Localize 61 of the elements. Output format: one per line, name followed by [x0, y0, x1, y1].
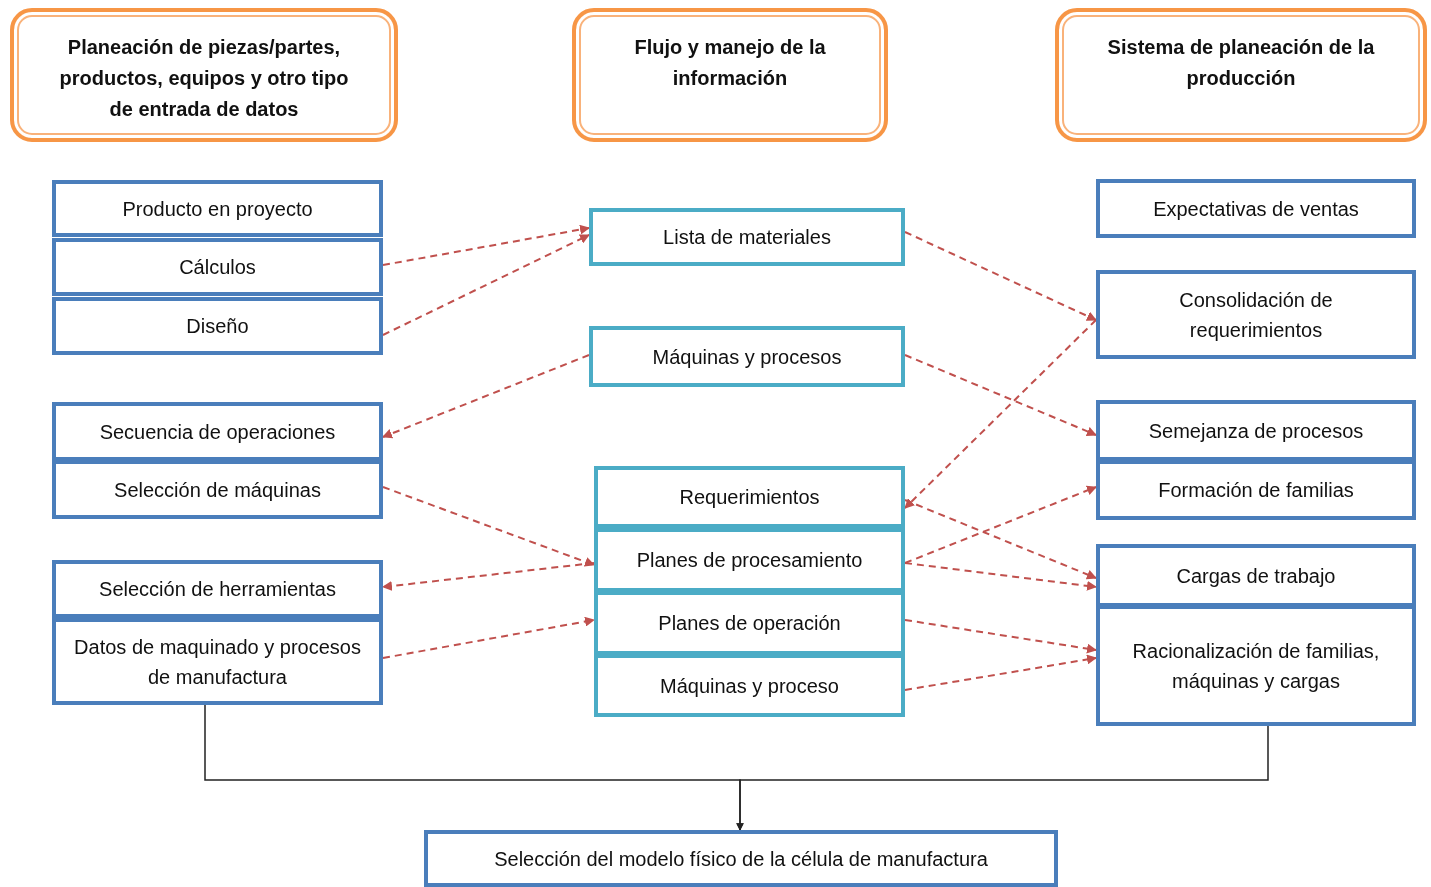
box-label: Flujo y manejo de la información: [633, 35, 827, 91]
process-box: [52, 618, 383, 705]
arrow: [904, 319, 1097, 509]
process-box: [1096, 400, 1416, 461]
box-label: Consolidación de requerimientos: [1178, 287, 1334, 343]
arrow: [736, 725, 1269, 831]
box-label: Secuencia de operaciones: [99, 419, 336, 445]
box-label: Sistema de planeación de la producción: [1106, 35, 1376, 91]
process-box: [594, 466, 905, 528]
arrow: [904, 354, 1097, 437]
arrow: [382, 224, 590, 266]
header-box: [1055, 8, 1427, 142]
arrow: [382, 354, 590, 439]
process-box: [1096, 544, 1416, 607]
arrow: [382, 234, 590, 336]
process-box: [52, 297, 383, 355]
box-label: Selección del modelo físico de la célula de manufactura: [494, 846, 988, 872]
box-label: Selección de herramientas: [99, 577, 336, 602]
box-label: Planeación de piezas/partes, productos, equipos y otro tipo de entrada de datos: [58, 35, 350, 122]
box-label: Selección de máquinas: [114, 477, 321, 503]
process-box: [1096, 460, 1416, 520]
header-box: [572, 8, 888, 142]
arrow: [904, 619, 1097, 654]
box-label: Requerimientos: [679, 485, 820, 510]
arrow: [382, 486, 595, 567]
box-label: Lista de materiales: [663, 225, 831, 250]
box-label: Planes de operación: [658, 611, 841, 636]
arrow: [904, 562, 1097, 591]
arrow: [382, 616, 595, 659]
process-box: [589, 208, 905, 266]
process-box: [1096, 270, 1416, 359]
box-label: Racionalización de familias, máquinas y cargas: [1131, 638, 1381, 694]
process-box: [52, 402, 383, 461]
process-box: [589, 326, 905, 387]
process-box: [1096, 179, 1416, 238]
arrow: [382, 562, 595, 591]
box-label: Planes de procesamiento: [636, 548, 863, 573]
arrow: [904, 654, 1097, 691]
result-box: [424, 830, 1058, 887]
process-box: [594, 591, 905, 655]
header-box: [10, 8, 398, 142]
arrow: [904, 231, 1097, 321]
process-box: [1096, 605, 1416, 726]
process-box: [52, 238, 383, 296]
box-label: Producto en proyecto: [122, 196, 313, 222]
process-box: [52, 460, 383, 519]
arrow: [904, 485, 1097, 564]
arrow: [904, 499, 1097, 580]
box-label: Máquinas y procesos: [652, 344, 842, 370]
box-label: Expectativas de ventas: [1153, 196, 1359, 222]
box-label: Cálculos: [179, 255, 256, 280]
box-label: Semejanza de procesos: [1148, 418, 1364, 444]
process-box: [52, 560, 383, 618]
process-box: [52, 180, 383, 237]
process-box: [594, 528, 905, 592]
box-label: Diseño: [186, 314, 249, 339]
box-label: Datos de maquinado y procesos de manufactura: [73, 634, 362, 690]
box-label: Formación de familias: [1158, 478, 1354, 503]
box-label: Máquinas y proceso: [660, 673, 839, 699]
box-label: Cargas de trabajo: [1176, 563, 1336, 589]
process-box: [594, 654, 905, 717]
